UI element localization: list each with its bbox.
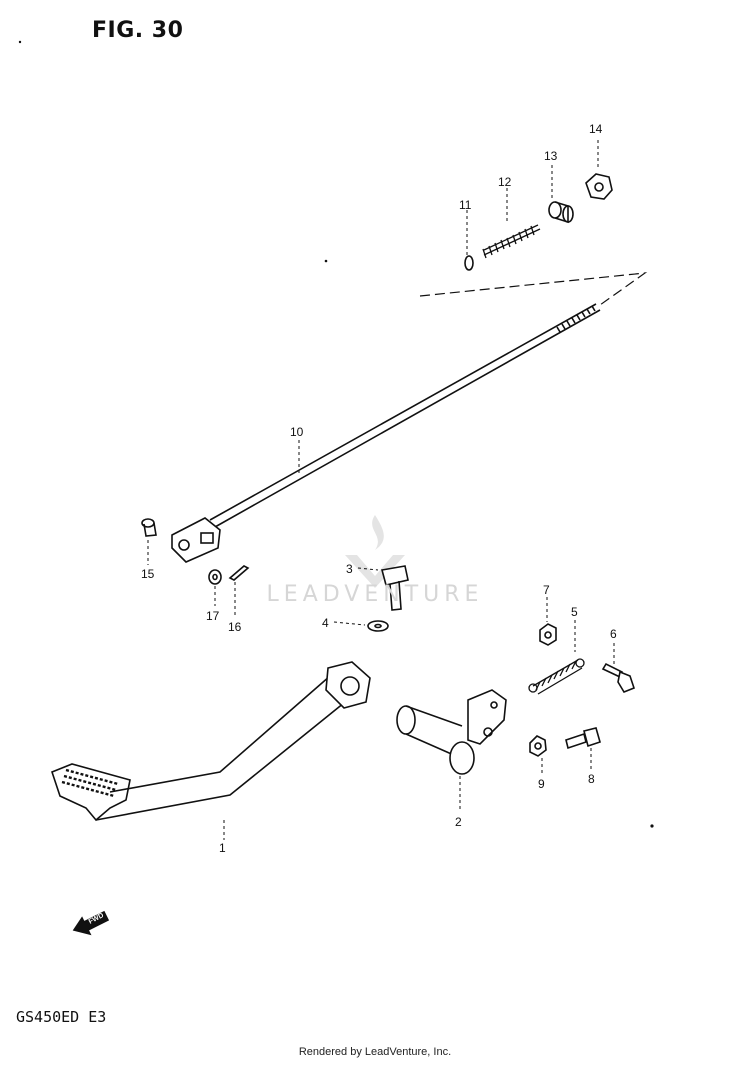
part-15-clevis-pin — [141, 518, 157, 537]
watermark-text: LEADVENTURE — [266, 582, 484, 607]
part-5-return-spring — [528, 658, 585, 695]
part-11-washer — [464, 255, 474, 271]
callout-17: 17 — [206, 609, 220, 623]
callout-13: 13 — [544, 149, 558, 163]
part-14-nut — [585, 173, 613, 200]
part-12-spring — [482, 224, 541, 259]
callout-12: 12 — [498, 175, 512, 189]
part-8-bolt — [565, 727, 601, 750]
part-1-brake-pedal — [51, 661, 371, 822]
leadventure-watermark — [245, 515, 505, 666]
part-7-nut — [539, 623, 557, 646]
callout-8: 8 — [588, 772, 595, 786]
fwd-arrow-icon — [72, 910, 110, 936]
callout-1: 1 — [219, 841, 226, 855]
part-4-washer — [367, 620, 389, 632]
callout-10: 10 — [290, 425, 304, 439]
rendered-by-footer: Rendered by LeadVenture, Inc. — [298, 1046, 452, 1058]
model-code: GS450ED E3 — [16, 1008, 107, 1026]
part-17-washer — [208, 569, 222, 585]
part-10-brake-rod — [171, 303, 601, 563]
callout-14: 14 — [589, 122, 603, 136]
part-6-bolt — [601, 662, 635, 693]
callout-15: 15 — [141, 567, 155, 581]
callout-9: 9 — [538, 777, 545, 791]
callout-16: 16 — [228, 620, 242, 634]
callout-3: 3 — [346, 562, 353, 576]
callout-5: 5 — [571, 605, 578, 619]
figure-title: FIG. 30 — [92, 18, 184, 43]
watermark-logo-icon — [345, 515, 405, 588]
part-3-bolt — [381, 565, 409, 611]
part-16-cotter-pin — [228, 565, 250, 581]
callout-6: 6 — [610, 627, 617, 641]
part-13-sleeve — [548, 201, 574, 224]
callout-7: 7 — [543, 583, 550, 597]
callout-2: 2 — [455, 815, 462, 829]
part-2-brake-shaft — [396, 689, 507, 775]
callout-11: 11 — [459, 198, 472, 212]
part-9-nut — [529, 735, 547, 757]
callout-4: 4 — [322, 616, 329, 630]
